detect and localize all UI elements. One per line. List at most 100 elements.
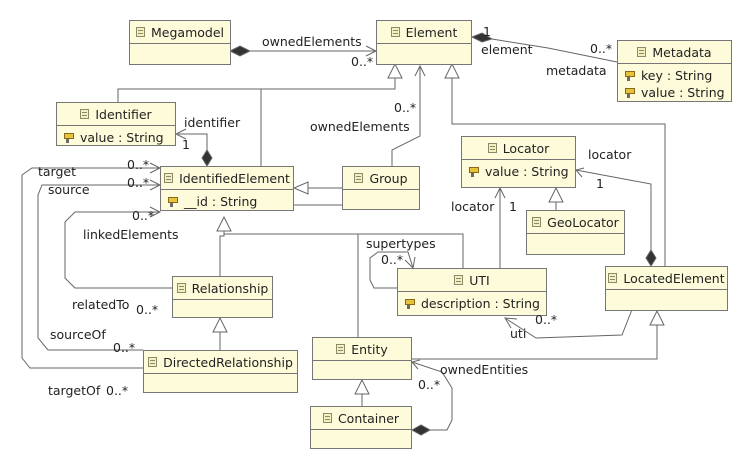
navigability-arrow (494, 186, 506, 199)
class-directed-relationship[interactable]: DirectedRelationship (143, 350, 298, 393)
class-header: UTI (398, 269, 546, 292)
class-icon (454, 275, 464, 285)
class-header: Group (343, 167, 419, 190)
class-uti[interactable]: UTI description : String (397, 268, 547, 316)
class-name: Megamodel (151, 24, 224, 40)
attribute-icon (167, 196, 179, 208)
multiplicity-label: 1 (596, 176, 604, 191)
label-element: element (481, 42, 533, 57)
class-header: Element (377, 21, 471, 44)
multiplicity-label: 0..* (351, 54, 374, 69)
class-metadata[interactable]: Metadata key : String value : String (617, 40, 732, 102)
generalization-entity-locatedelement (412, 325, 658, 360)
supertypes-association (369, 251, 414, 289)
attribute-icon (63, 132, 75, 144)
class-icon (322, 413, 332, 423)
class-relationship[interactable]: Relationship (172, 276, 273, 318)
multiplicity-label: 1 (182, 137, 190, 152)
multiplicity-label: 0..* (418, 377, 441, 392)
composition-diamond (645, 249, 657, 267)
class-megamodel[interactable]: Megamodel (129, 20, 231, 65)
label-owned-entities: ownedEntities (440, 362, 529, 377)
target-association (21, 167, 160, 369)
class-located-element[interactable]: LocatedElement (605, 266, 728, 311)
class-name: UTI (469, 272, 490, 288)
class-locator[interactable]: Locator value : String (461, 136, 576, 188)
label-owned-elements-group: ownedElements (310, 119, 410, 134)
group-owned-elements (391, 66, 421, 168)
linked-elements-association (64, 211, 172, 289)
attribute-row: description : String (404, 295, 540, 312)
class-header: GeoLocator (527, 211, 624, 234)
attribute-row: key : String (624, 67, 725, 84)
generalization-triangle (387, 62, 403, 79)
class-identifier[interactable]: Identifier value : String (56, 102, 176, 146)
class-icon (136, 27, 145, 37)
generalization-locatedelement-element (451, 78, 666, 266)
composition-diamond (201, 149, 213, 167)
label-linked-elements: linkedElements (83, 227, 179, 242)
composition-diamond (410, 424, 432, 436)
attribute-icon (468, 166, 480, 178)
label-metadata: metadata (546, 63, 607, 78)
label-source-of: sourceOf (50, 327, 106, 342)
uti-association (504, 306, 634, 339)
class-entity[interactable]: Entity (312, 337, 412, 380)
attribute-text: key : String (641, 68, 713, 83)
generalization-identifier-element (117, 78, 396, 102)
label-related-to: relatedTo (72, 297, 130, 312)
attribute-text: __id : String (184, 194, 258, 209)
class-element[interactable]: Element (376, 20, 472, 65)
multiplicity-label: 0..* (132, 208, 155, 223)
source-association (37, 184, 160, 351)
class-name: Group (369, 170, 408, 186)
generalization-triangle (354, 378, 370, 395)
class-header: Megamodel (130, 21, 230, 44)
multiplicity-label: 0..* (106, 383, 129, 398)
multiplicity-label: 0..* (127, 175, 150, 190)
label-locator-left: locator (451, 199, 495, 214)
class-icon (164, 173, 174, 183)
generalization-triangle (216, 215, 232, 232)
class-name: Identifier (95, 106, 152, 122)
multiplicity-label: 1 (483, 24, 491, 39)
metadata-association (491, 38, 618, 63)
class-icon (487, 143, 497, 153)
generalization-triangle (444, 62, 460, 79)
class-icon (354, 173, 364, 183)
multiplicity-label: 0..* (590, 41, 613, 56)
class-header: IdentifiedElement (161, 167, 293, 190)
generalization-triangle (548, 186, 564, 203)
composition-diamond (228, 45, 252, 57)
owned-entities-association (411, 361, 453, 431)
class-icon (637, 47, 647, 57)
attribute-icon (624, 87, 636, 99)
identifier-association (178, 133, 208, 150)
class-icon (80, 109, 90, 119)
class-identified-element[interactable]: IdentifiedElement __id : String (160, 166, 294, 211)
attribute-row: value : String (624, 84, 725, 101)
multiplicity-label: 1 (509, 199, 517, 214)
multiplicity-label: 0..* (127, 157, 150, 172)
label-supertypes: supertypes (366, 236, 436, 251)
generalization-triangle (292, 181, 309, 195)
attribute-row: value : String (63, 129, 169, 146)
attribute-icon (404, 298, 416, 310)
navigability-arrow (575, 167, 585, 178)
class-group[interactable]: Group (342, 166, 420, 210)
locatedelement-locator-association (575, 169, 652, 250)
navigability-arrow (149, 206, 162, 218)
multiplicity-label: 0..* (381, 252, 404, 267)
attribute-row: value : String (468, 163, 569, 180)
attribute-row: __id : String (167, 193, 287, 210)
attribute-text: value : String (80, 130, 164, 145)
attribute-icon (624, 70, 636, 82)
class-container[interactable]: Container (310, 406, 412, 449)
class-header: Metadata (618, 41, 731, 64)
label-target: target (38, 164, 77, 179)
navigability-arrow (174, 128, 187, 140)
class-header: Identifier (57, 103, 175, 126)
class-geolocator[interactable]: GeoLocator (526, 210, 625, 255)
class-name: Entity (351, 341, 388, 357)
